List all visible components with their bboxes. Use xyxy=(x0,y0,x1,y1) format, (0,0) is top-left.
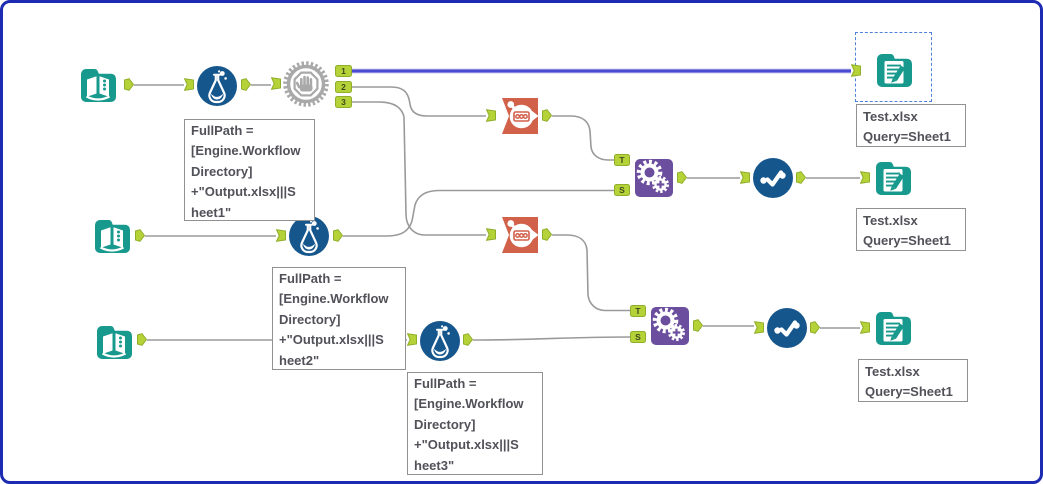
annotation-line: [Engine.Workflow xyxy=(414,396,524,412)
annotation-line: [Engine.Workflow xyxy=(279,291,389,307)
annotation-line: Directory] xyxy=(279,311,341,327)
output-anchor[interactable] xyxy=(137,333,147,346)
input-anchor[interactable] xyxy=(271,77,281,90)
input-anchor[interactable] xyxy=(184,78,194,91)
checkmark-circle-icon xyxy=(765,306,809,350)
connection-wire[interactable] xyxy=(352,101,486,236)
annotation-output-mid[interactable]: Test.xlsx Query=Sheet1 xyxy=(856,208,966,251)
input-data-tool-1[interactable] xyxy=(76,63,120,107)
input-data-tool-2[interactable] xyxy=(90,214,134,258)
hand-gear-icon xyxy=(282,60,330,108)
count-records-tool-2[interactable] xyxy=(498,213,542,257)
tally-counter-icon xyxy=(498,94,542,138)
annotation-line: FullPath = xyxy=(191,123,254,138)
output-anchor[interactable] xyxy=(124,78,134,91)
annotation-line: heet1" xyxy=(191,204,232,220)
output-data-tool-3[interactable] xyxy=(871,306,915,350)
document-output-icon xyxy=(872,48,916,92)
output-anchor[interactable] xyxy=(810,321,820,334)
input-anchor[interactable] xyxy=(860,171,870,184)
input-anchor[interactable] xyxy=(851,64,861,77)
book-input-icon xyxy=(76,63,120,107)
flask-formula-icon xyxy=(195,64,239,108)
annotation-line: Query=Sheet1 xyxy=(863,232,951,248)
input-anchor[interactable] xyxy=(860,321,870,334)
input-anchor[interactable] xyxy=(486,228,496,241)
verify-tool-2[interactable] xyxy=(765,306,809,350)
connection-wire[interactable] xyxy=(472,336,631,341)
annotation-line: +"Output.xlsx|||S xyxy=(191,184,296,200)
bud-output-anchor-3[interactable]: 3 xyxy=(335,96,352,108)
input-data-tool-3[interactable] xyxy=(92,320,136,364)
block-until-done-tool[interactable] xyxy=(282,60,330,108)
annotation-line: Query=Sheet1 xyxy=(863,128,951,144)
gears-macro-icon xyxy=(632,156,676,200)
output-anchor[interactable] xyxy=(542,109,552,122)
output-anchor[interactable] xyxy=(463,333,473,346)
macro1-subject-anchor[interactable]: S xyxy=(614,184,630,196)
book-input-icon xyxy=(90,214,134,258)
book-input-icon xyxy=(92,320,136,364)
document-output-icon xyxy=(871,156,915,200)
test-macro-tool-2[interactable] xyxy=(648,304,692,348)
annotation-line: FullPath = xyxy=(279,271,342,286)
formula-tool-1[interactable] xyxy=(195,64,239,108)
output-anchor[interactable] xyxy=(693,319,703,332)
annotation-formula-3[interactable]: FullPath = [Engine.Workflow Directory] +… xyxy=(407,372,543,475)
tally-counter-icon xyxy=(498,213,542,257)
input-anchor[interactable] xyxy=(486,109,496,122)
annotation-formula-2[interactable]: FullPath = [Engine.Workflow Directory] +… xyxy=(272,267,406,370)
connection-wire[interactable] xyxy=(552,115,614,161)
macro2-target-anchor[interactable]: T xyxy=(630,305,646,317)
annotation-line: +"Output.xlsx|||S xyxy=(414,437,519,453)
count-records-tool-1[interactable] xyxy=(498,94,542,138)
annotation-line: Query=Sheet1 xyxy=(865,383,953,399)
annotation-formula-1[interactable]: FullPath = [Engine.Workflow Directory] +… xyxy=(184,119,315,221)
formula-tool-3[interactable] xyxy=(418,319,462,363)
output-anchor[interactable] xyxy=(542,228,552,241)
annotation-output-bottom[interactable]: Test.xlsx Query=Sheet1 xyxy=(858,359,968,402)
annotation-line: Test.xlsx xyxy=(863,109,918,124)
flask-formula-icon xyxy=(418,319,462,363)
annotation-line: heet3" xyxy=(414,457,455,473)
annotation-line: [Engine.Workflow xyxy=(191,143,301,159)
annotation-line: heet2" xyxy=(279,352,320,368)
input-anchor[interactable] xyxy=(407,333,417,346)
output-data-tool-1[interactable] xyxy=(872,48,916,92)
annotation-output-top[interactable]: Test.xlsx Query=Sheet1 xyxy=(856,104,966,147)
verify-tool-1[interactable] xyxy=(751,156,795,200)
annotation-line: +"Output.xlsx|||S xyxy=(279,332,384,348)
annotation-line: Directory] xyxy=(414,416,476,432)
output-anchor[interactable] xyxy=(135,229,145,242)
input-anchor[interactable] xyxy=(740,171,750,184)
output-anchor[interactable] xyxy=(796,171,806,184)
bud-output-anchor-1[interactable]: 1 xyxy=(335,65,352,77)
connection-wire[interactable] xyxy=(343,189,614,237)
annotation-line: Test.xlsx xyxy=(865,364,920,379)
connection-wire[interactable] xyxy=(352,86,486,117)
input-anchor[interactable] xyxy=(276,229,286,242)
macro1-target-anchor[interactable]: T xyxy=(614,154,630,166)
connections-layer xyxy=(134,68,860,341)
annotation-line: Directory] xyxy=(191,163,253,179)
test-macro-tool-1[interactable] xyxy=(632,156,676,200)
annotation-line: Test.xlsx xyxy=(863,213,918,228)
input-anchor[interactable] xyxy=(754,321,764,334)
output-anchor[interactable] xyxy=(677,171,687,184)
connection-wire[interactable] xyxy=(552,234,630,312)
output-data-tool-2[interactable] xyxy=(871,156,915,200)
macro2-subject-anchor[interactable]: S xyxy=(630,331,646,343)
document-output-icon xyxy=(871,306,915,350)
checkmark-circle-icon xyxy=(751,156,795,200)
output-anchor[interactable] xyxy=(333,229,343,242)
output-anchor[interactable] xyxy=(241,78,251,91)
gears-macro-icon xyxy=(648,304,692,348)
bud-output-anchor-2[interactable]: 2 xyxy=(335,81,352,93)
annotation-line: FullPath = xyxy=(414,376,477,391)
